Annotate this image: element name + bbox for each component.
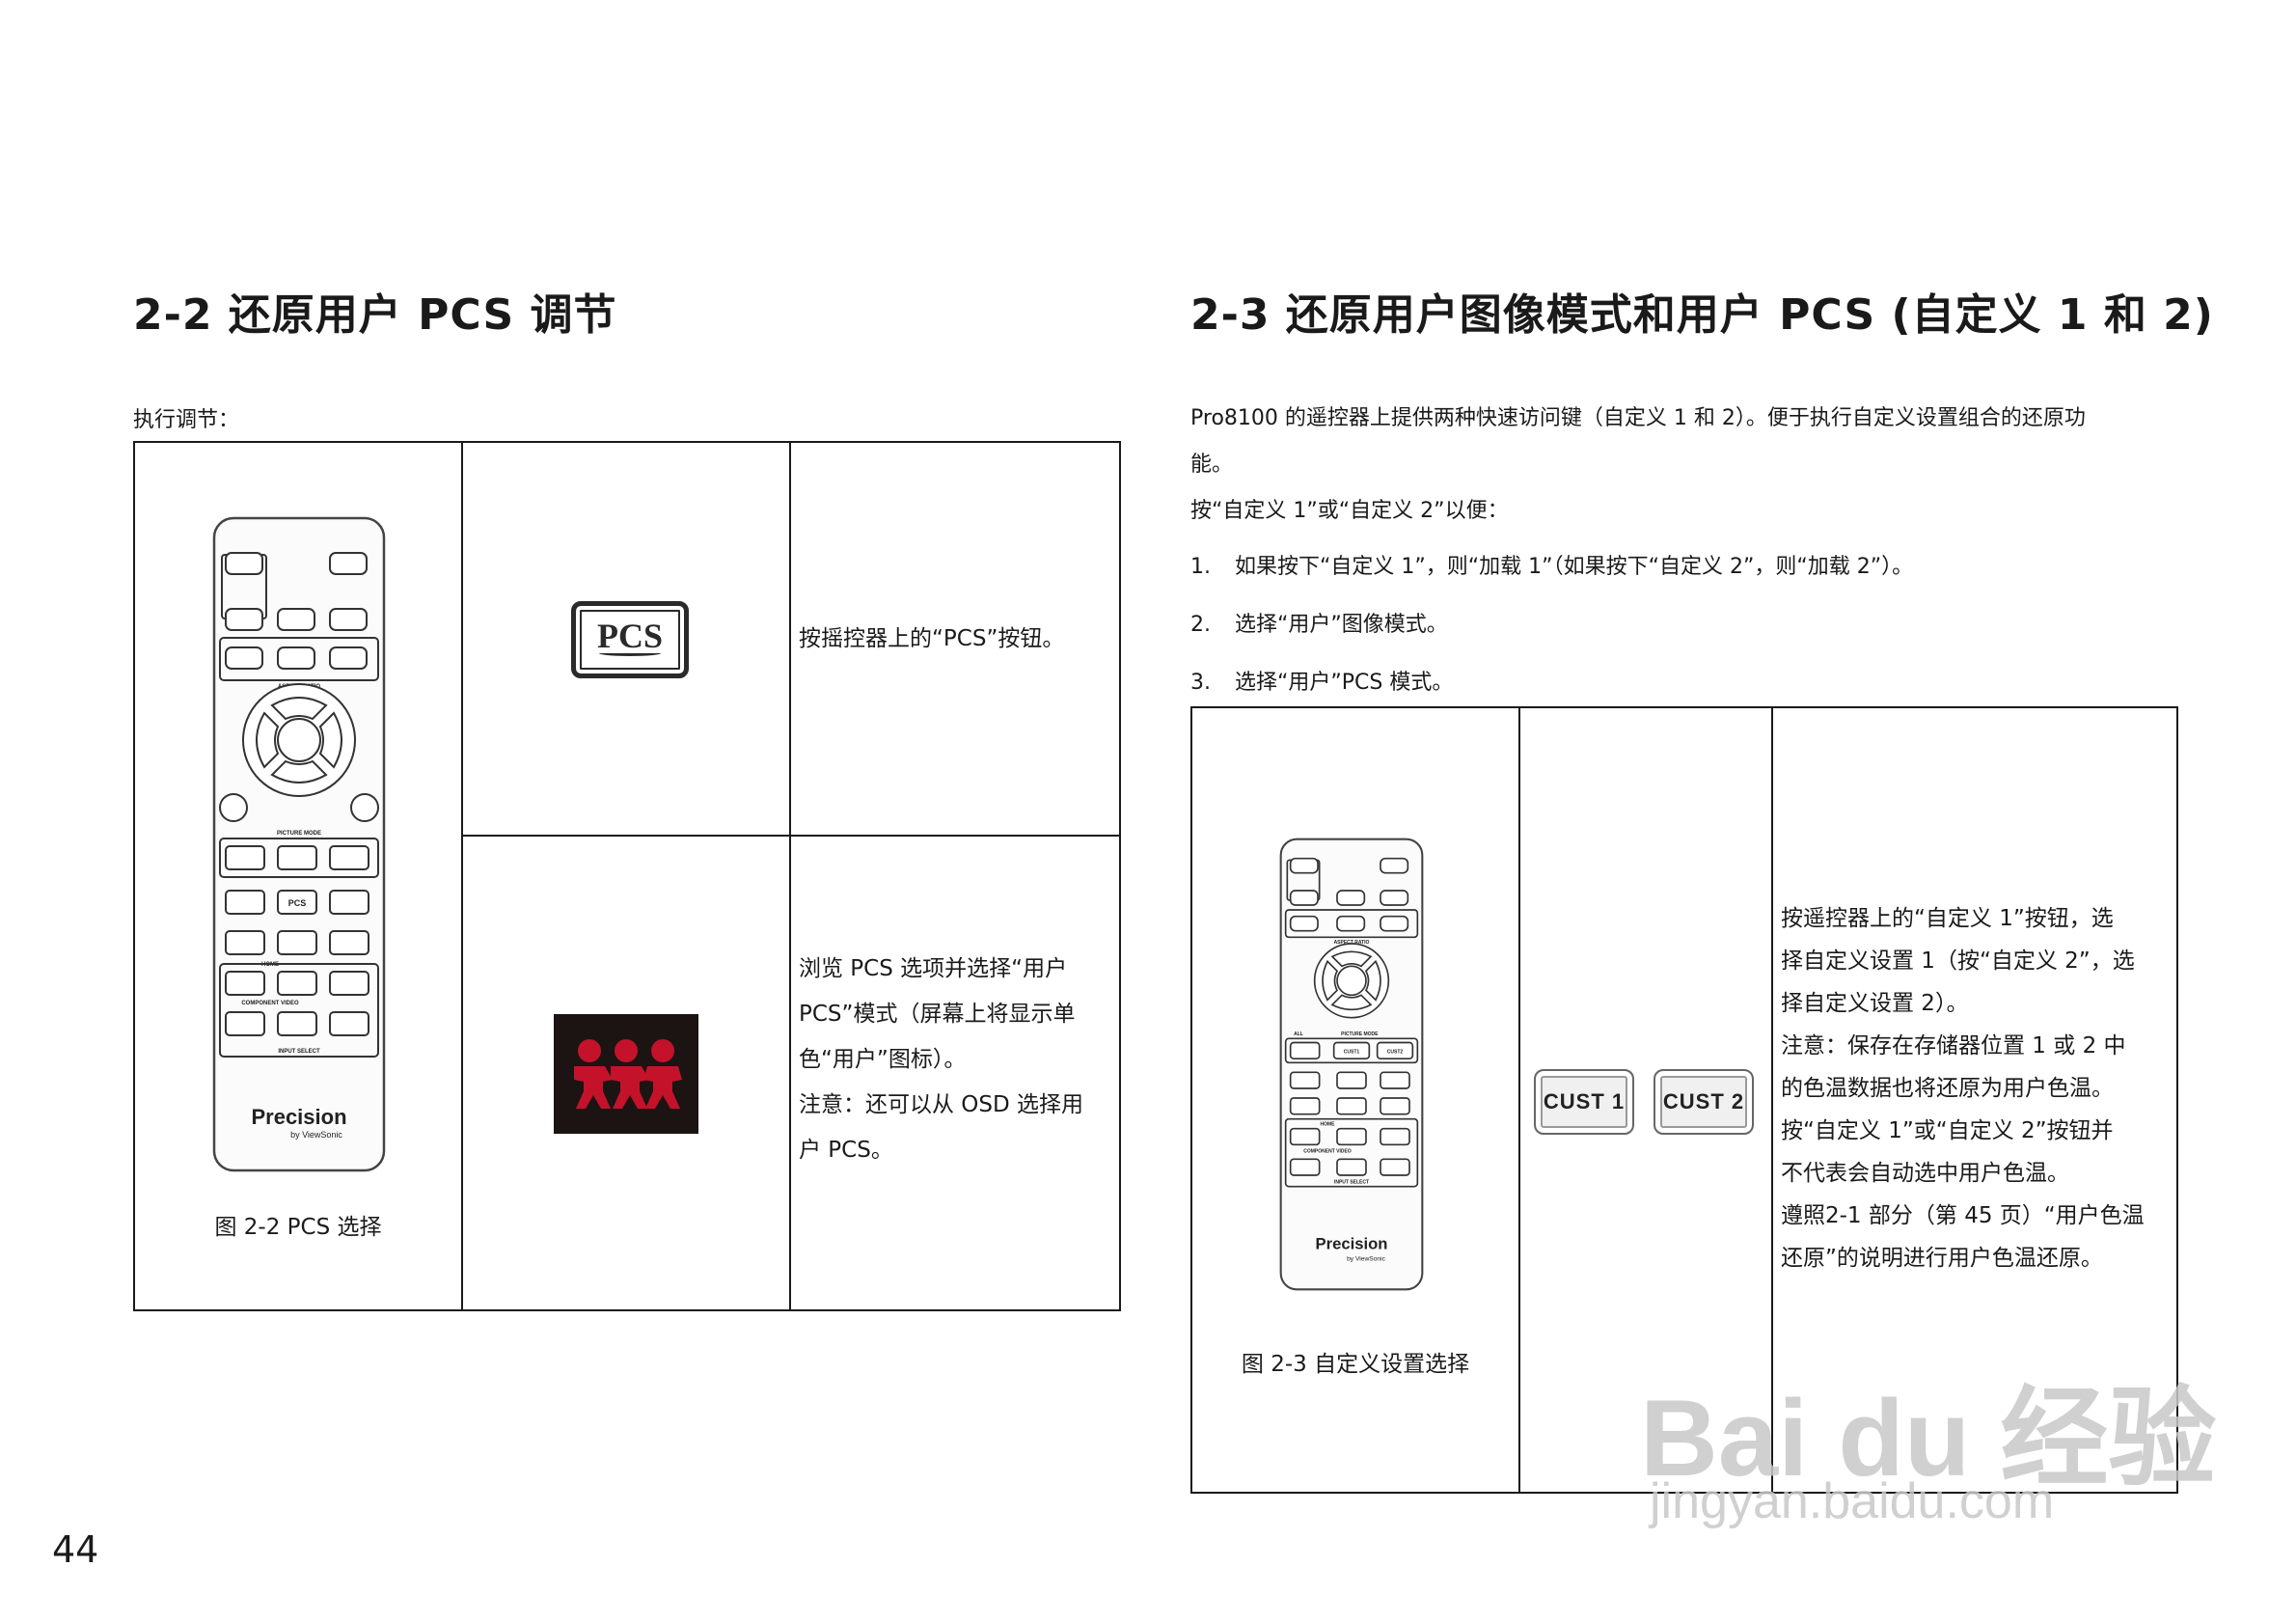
cust2-button-icon: CUST 2 bbox=[1654, 1069, 1754, 1135]
figure-2-3-caption: 图 2-3 自定义设置选择 bbox=[1241, 1352, 1470, 1377]
step-number: 1. bbox=[1190, 555, 1211, 579]
svg-text:Precision: Precision bbox=[1316, 1235, 1388, 1253]
user-figures-icon bbox=[574, 1039, 682, 1109]
step-number: 2. bbox=[1190, 613, 1211, 637]
svg-text:PICTURE MODE: PICTURE MODE bbox=[277, 831, 321, 837]
step1-text-cell: 按摇控器上的“PCS”按钮。 bbox=[789, 441, 1121, 837]
step2-line: PCS”模式（屏幕上将显示单 bbox=[799, 1002, 1076, 1027]
list-item: 3. 选择“用户”PCS 模式。 bbox=[1190, 660, 2194, 706]
cust-note-line: 还原”的说明进行用户色温还原。 bbox=[1781, 1246, 2103, 1271]
svg-text:PICTURE MODE: PICTURE MODE bbox=[1341, 1031, 1379, 1037]
remote-control-cust-image: ASPECT RATIO ALL PICTURE MODE CUST1 CUST… bbox=[1279, 838, 1424, 1291]
svg-text:by ViewSonic: by ViewSonic bbox=[1347, 1255, 1386, 1262]
cust-text-cell: 按遥控器上的“自定义 1”按钮，选 择自定义设置 1（按“自定义 2”，选 择自… bbox=[1771, 706, 2178, 1494]
press-line: 按“自定义 1”或“自定义 2”以便： bbox=[1190, 499, 1509, 523]
cust-note-line: 注意：保存在存储器位置 1 或 2 中 bbox=[1781, 1033, 2126, 1058]
cust-steps-table: ASPECT RATIO ALL PICTURE MODE CUST1 CUST… bbox=[1190, 706, 2178, 1494]
svg-text:COMPONENT VIDEO: COMPONENT VIDEO bbox=[241, 1001, 299, 1006]
svg-text:Precision: Precision bbox=[251, 1105, 346, 1129]
svg-text:by ViewSonic: by ViewSonic bbox=[290, 1130, 342, 1140]
step-number: 3. bbox=[1190, 671, 1211, 695]
paragraph-line: Pro8100 的遥控器上提供两种快速访问键（自定义 1 和 2）。便于执行自定… bbox=[1190, 406, 2086, 430]
step2-line: 浏览 PCS 选项并选择“用户 bbox=[799, 956, 1068, 981]
figure-cell-left: ASPECT RATIO PICTURE MODE PCS bbox=[133, 441, 463, 1311]
cust-note-line: 的色温数据也将还原为用户色温。 bbox=[1781, 1076, 2114, 1101]
baidu-watermark-url: jingyan.baidu.com bbox=[1650, 1473, 2055, 1529]
svg-text:CUST1: CUST1 bbox=[1344, 1049, 1360, 1055]
paragraph-line: 能。 bbox=[1190, 453, 1234, 477]
svg-text:ASPECT RATIO: ASPECT RATIO bbox=[1334, 940, 1370, 946]
cust-buttons-cell: CUST 1 CUST 2 bbox=[1518, 706, 1773, 1494]
figure-2-2-caption: 图 2-2 PCS 选择 bbox=[214, 1215, 382, 1240]
remote-control-image: ASPECT RATIO PICTURE MODE PCS bbox=[212, 516, 386, 1172]
step2-note-line: 户 PCS。 bbox=[799, 1138, 893, 1163]
steps-list: 1. 如果按下“自定义 1”，则“加载 1”（如果按下“自定义 2”，则“加载 … bbox=[1190, 544, 2194, 706]
svg-text:PCS: PCS bbox=[288, 898, 307, 908]
section-2-3-heading: 2-3 还原用户图像模式和用户 PCS (自定义 1 和 2) bbox=[1190, 290, 2214, 340]
cust-text-line: 择自定义设置 2）。 bbox=[1781, 991, 1969, 1016]
step-text: 选择“用户”图像模式。 bbox=[1235, 613, 1448, 637]
pcs-button-icon: PCS bbox=[571, 601, 689, 678]
step-text: 如果按下“自定义 1”，则“加载 1”（如果按下“自定义 2”，则“加载 2”）… bbox=[1235, 555, 1914, 579]
svg-text:HOME: HOME bbox=[1321, 1121, 1336, 1127]
svg-text:INPUT SELECT: INPUT SELECT bbox=[278, 1049, 320, 1055]
step-text: 选择“用户”PCS 模式。 bbox=[1235, 671, 1454, 695]
figure-cell-right: ASPECT RATIO ALL PICTURE MODE CUST1 CUST… bbox=[1190, 706, 1520, 1494]
cust-note-line: 遵照2-1 部分（第 45 页）“用户色温 bbox=[1781, 1203, 2145, 1228]
section-2-2-intro: 执行调节： bbox=[133, 408, 240, 432]
cust-text-line: 按遥控器上的“自定义 1”按钮，选 bbox=[1781, 906, 2114, 931]
cust1-button-icon: CUST 1 bbox=[1534, 1069, 1634, 1135]
section-2-3-paragraph: Pro8100 的遥控器上提供两种快速访问键（自定义 1 和 2）。便于执行自定… bbox=[1190, 396, 2086, 488]
svg-text:CUST2: CUST2 bbox=[1387, 1049, 1404, 1055]
cust-note-line: 不代表会自动选中用户色温。 bbox=[1781, 1161, 2069, 1186]
cust-text-line: 择自定义设置 1（按“自定义 2”，选 bbox=[1781, 948, 2135, 974]
list-item: 2. 选择“用户”图像模式。 bbox=[1190, 602, 2194, 648]
step1-text: 按摇控器上的“PCS”按钮。 bbox=[799, 626, 1065, 651]
svg-text:ALL: ALL bbox=[1294, 1031, 1303, 1037]
pcs-steps-table: ASPECT RATIO PICTURE MODE PCS bbox=[133, 441, 1121, 1311]
section-2-2-heading: 2-2 还原用户 PCS 调节 bbox=[133, 290, 617, 340]
user-icon-cell bbox=[461, 835, 791, 1311]
baidu-watermark-logo: Bai du 经验 bbox=[1640, 1378, 2217, 1498]
svg-text:COMPONENT VIDEO: COMPONENT VIDEO bbox=[1303, 1149, 1352, 1155]
svg-text:INPUT SELECT: INPUT SELECT bbox=[1334, 1179, 1369, 1185]
step2-text-cell: 浏览 PCS 选项并选择“用户 PCS”模式（屏幕上将显示单 色“用户”图标）。… bbox=[789, 835, 1121, 1311]
list-item: 1. 如果按下“自定义 1”，则“加载 1”（如果按下“自定义 2”，则“加载 … bbox=[1190, 544, 2194, 591]
cust-note-line: 按“自定义 1”或“自定义 2”按钮并 bbox=[1781, 1118, 2114, 1143]
step2-line: 色“用户”图标）。 bbox=[799, 1047, 967, 1072]
step2-note-line: 注意：还可以从 OSD 选择用 bbox=[799, 1092, 1084, 1117]
page-number: 44 bbox=[52, 1528, 99, 1571]
user-icon bbox=[554, 1014, 698, 1134]
pcs-key-cell: PCS bbox=[461, 441, 791, 837]
